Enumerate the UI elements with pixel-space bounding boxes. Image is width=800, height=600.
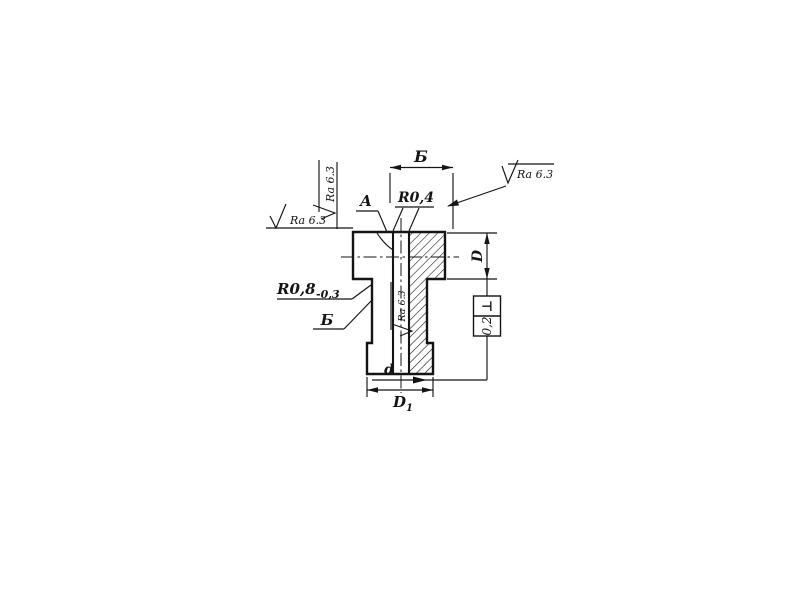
dim-d1-subscript: 1: [406, 403, 413, 414]
callout-radius-left: R0,8 -0,3: [276, 280, 372, 301]
roughness-check-icon: [312, 204, 337, 220]
arrowhead: [422, 387, 433, 393]
tolerance-frame: ⊥ 0,2: [472, 279, 502, 380]
arrowhead: [484, 233, 490, 244]
arrowhead: [367, 387, 378, 393]
tolerance-value: 0,2: [480, 316, 494, 335]
roughness-left-value: Ra 6.3: [289, 214, 326, 227]
roughness-top-right-value: Ra 6.3: [516, 168, 553, 181]
fillet-a-curve: [376, 232, 394, 251]
callout-radius-small: R0,4: [392, 190, 434, 232]
dim-d1-label: D: [392, 393, 406, 411]
arrowhead: [484, 268, 490, 279]
arrowhead: [447, 199, 459, 207]
dim-right-label: D: [470, 249, 486, 263]
radius-left-tolerance: -0,3: [316, 288, 340, 301]
part-outline: [351, 230, 447, 376]
centerlines: [341, 218, 459, 393]
roughness-check-icon: [269, 203, 287, 230]
callout-section-label: Б: [313, 298, 374, 330]
perpendicularity-icon: ⊥: [481, 300, 496, 312]
dimension-top-width: Б: [389, 147, 454, 229]
callout-A: A: [356, 192, 388, 233]
dim-d-label: d: [384, 362, 394, 378]
dim-top-label: Б: [413, 147, 428, 166]
roughness-check-icon: [501, 159, 519, 185]
roughness-top-right: Ra 6.3: [447, 159, 554, 207]
roughness-left: Ra 6.3: [266, 203, 353, 230]
arrowhead: [413, 376, 427, 384]
label-a: A: [358, 192, 372, 210]
dimension-right-D: D: [447, 232, 497, 280]
roughness-top-left-rotated: Ra 6.3: [312, 160, 338, 229]
arrowhead: [390, 164, 401, 171]
section-label: Б: [320, 311, 334, 329]
radius-top-label: R0,4: [397, 190, 434, 206]
roughness-bore: Ra 6.3: [390, 282, 414, 337]
roughness-bore-value: Ra 6.3: [397, 290, 408, 322]
dimension-d: d: [372, 362, 487, 384]
arrowhead: [442, 164, 453, 171]
roughness-rotated-value: Ra 6.3: [324, 166, 337, 203]
roughness-check-icon: [391, 323, 414, 337]
radius-left-label: R0,8: [276, 280, 316, 298]
dimension-bottom-D1: D 1: [366, 377, 434, 414]
